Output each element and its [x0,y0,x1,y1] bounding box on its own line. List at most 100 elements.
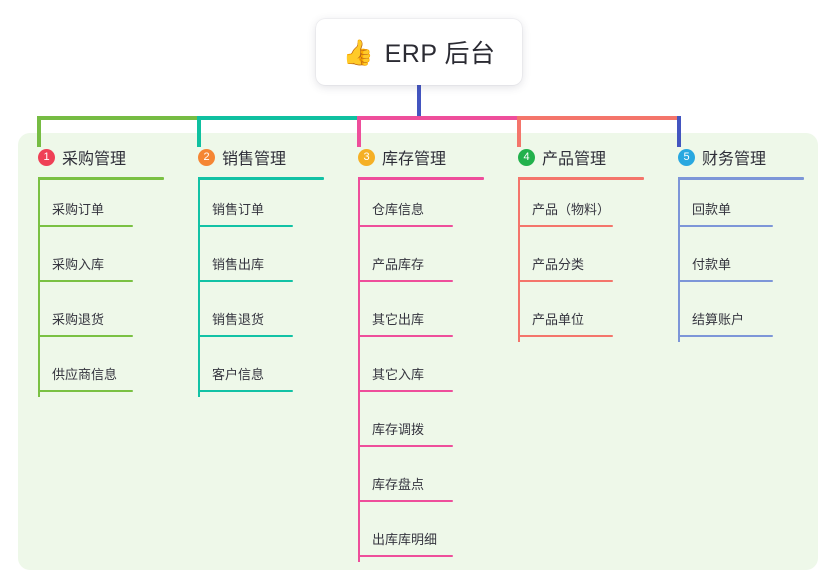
list-item-label: 产品库存 [372,257,425,272]
list-item[interactable]: 产品单位 [498,287,658,342]
list-item-label: 采购入库 [52,257,105,272]
list-item-label: 付款单 [692,257,732,272]
list-item[interactable]: 出库库明细 [338,507,498,562]
list-item-label: 库存调拨 [372,422,425,437]
list-item-label: 销售出库 [212,257,265,272]
list-item-label: 产品单位 [532,312,585,327]
list-item-label: 产品分类 [532,257,585,272]
list-item[interactable]: 结算账户 [658,287,818,342]
branch-spine-4 [518,177,520,342]
list-item[interactable]: 产品库存 [338,232,498,287]
list-item-label: 其它出库 [372,312,425,327]
list-item-label: 其它入库 [372,367,425,382]
branches-panel [18,133,818,570]
list-item-rule [198,335,293,337]
list-item-rule [678,335,773,337]
list-item[interactable]: 产品（物料） [498,177,658,232]
list-item-rule [518,335,613,337]
branch-column-3: 3 库存管理仓库信息产品库存其它出库其它入库库存调拨库存盘点出库库明细 [338,133,498,570]
branch-columns: 1 采购管理采购订单采购入库采购退货供应商信息 2 销售管理销售订单销售出库销售退货客… [18,133,818,570]
branch-spine-2 [198,177,200,397]
list-item-rule [678,280,773,282]
thumbs-up-icon: 👍 [342,37,374,67]
branch-title-5: 财务管理 [702,151,767,168]
list-item-rule [358,225,453,227]
list-item[interactable]: 其它出库 [338,287,498,342]
list-item[interactable]: 销售退货 [178,287,338,342]
branch-header-rule-2 [198,177,324,180]
list-item-rule [38,280,133,282]
branch-spine-1 [38,177,40,397]
list-item[interactable]: 销售订单 [178,177,338,232]
list-item-rule [518,280,613,282]
list-item-label: 出库库明细 [372,532,438,547]
list-item-label: 客户信息 [212,367,265,382]
list-item-rule [358,555,453,557]
list-item[interactable]: 仓库信息 [338,177,498,232]
root-node[interactable]: 👍 ERP 后台 [316,19,522,85]
list-item-rule [198,390,293,392]
branch-header-2[interactable]: 2 销售管理 [178,144,338,170]
list-item-label: 产品（物料） [532,202,611,217]
list-item[interactable]: 客户信息 [178,342,338,397]
list-item-label: 采购订单 [52,202,105,217]
list-item-label: 仓库信息 [372,202,425,217]
list-item-rule [678,225,773,227]
branch-badge-2: 2 [198,148,215,166]
list-item[interactable]: 产品分类 [498,232,658,287]
list-item[interactable]: 回款单 [658,177,818,232]
branch-badge-5: 5 [678,148,695,166]
branch-header-rule-4 [518,177,644,180]
branch-column-5: 5 财务管理回款单付款单结算账户 [658,133,818,570]
branch-item-list-1: 采购订单采购入库采购退货供应商信息 [18,177,178,397]
branch-column-4: 4 产品管理产品（物料） 产品分类产品单位 [498,133,658,570]
branch-title-2: 销售管理 [222,151,287,168]
branch-column-1: 1 采购管理采购订单采购入库采购退货供应商信息 [18,133,178,570]
list-item-label: 采购退货 [52,312,105,327]
branch-title-4: 产品管理 [542,151,607,168]
branch-column-2: 2 销售管理销售订单销售出库销售退货客户信息 [178,133,338,570]
list-item-rule [198,225,293,227]
branch-header-4[interactable]: 4 产品管理 [498,144,658,170]
list-item[interactable]: 库存调拨 [338,397,498,452]
list-item[interactable]: 其它入库 [338,342,498,397]
branch-item-list-5: 回款单付款单结算账户 [658,177,818,342]
list-item-label: 销售订单 [212,202,265,217]
branch-badge-4: 4 [518,148,535,166]
list-item-rule [518,225,613,227]
branch-header-rule-1 [38,177,164,180]
list-item-rule [358,280,453,282]
list-item[interactable]: 库存盘点 [338,452,498,507]
branch-header-1[interactable]: 1 采购管理 [18,144,178,170]
list-item-label: 回款单 [692,202,732,217]
branch-spine-3 [358,177,360,562]
branch-item-list-4: 产品（物料） 产品分类产品单位 [498,177,658,342]
list-item-label: 库存盘点 [372,477,425,492]
list-item-rule [358,390,453,392]
list-item-label: 结算账户 [692,312,745,327]
list-item[interactable]: 采购退货 [18,287,178,342]
branch-title-1: 采购管理 [62,151,127,168]
branch-header-rule-3 [358,177,484,180]
branch-header-3[interactable]: 3 库存管理 [338,144,498,170]
list-item[interactable]: 供应商信息 [18,342,178,397]
branch-item-list-2: 销售订单销售出库销售退货客户信息 [178,177,338,397]
list-item[interactable]: 销售出库 [178,232,338,287]
list-item[interactable]: 采购订单 [18,177,178,232]
list-item[interactable]: 采购入库 [18,232,178,287]
list-item-rule [38,335,133,337]
branch-title-3: 库存管理 [382,151,447,168]
list-item-rule [198,280,293,282]
branch-header-5[interactable]: 5 财务管理 [658,144,818,170]
root-title: ERP 后台 [384,40,496,68]
list-item-rule [358,500,453,502]
list-item-rule [358,335,453,337]
branch-badge-1: 1 [38,148,55,166]
list-item[interactable]: 付款单 [658,232,818,287]
branch-badge-3: 3 [358,148,375,166]
branch-header-rule-5 [678,177,804,180]
list-item-label: 销售退货 [212,312,265,327]
list-item-rule [38,225,133,227]
list-item-rule [358,445,453,447]
